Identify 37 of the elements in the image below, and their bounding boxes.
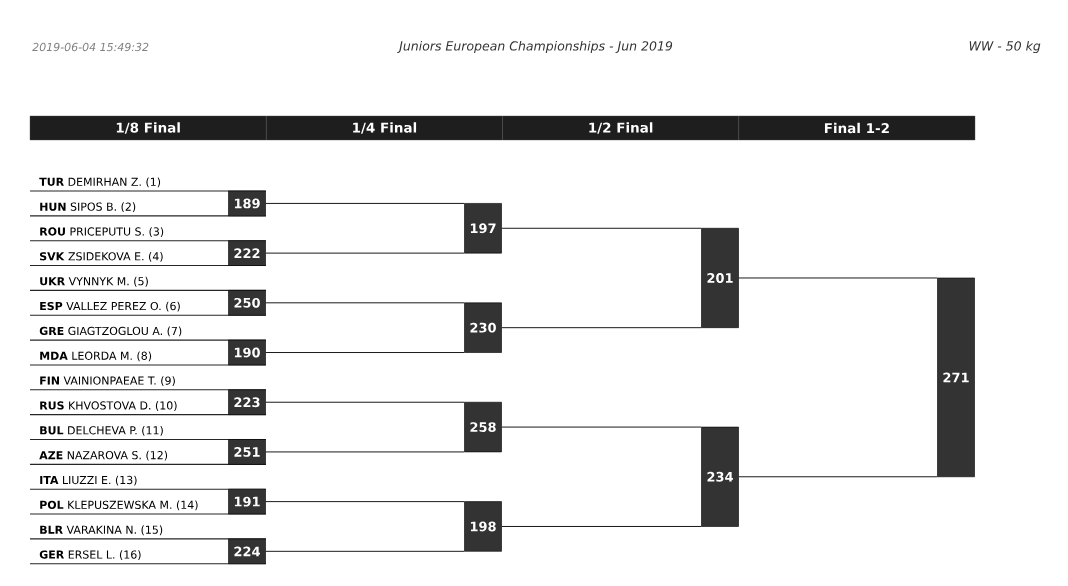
column-header: 1/8 Final [29,115,267,141]
weight-class: WW - 50 kg [969,40,1041,54]
bracket-line [265,252,465,254]
bout-number-box: 224 [228,538,266,565]
bracket-line [501,426,702,428]
bout-number-box: 251 [228,439,266,465]
bout-number-box: 250 [228,290,266,316]
bout-number-box: 189 [228,190,266,217]
bracket-line [265,302,465,304]
bout-number-box: 222 [228,240,266,266]
bout-number-box: 271 [937,277,975,478]
bracket-line [501,327,702,329]
bout-number-box: 197 [464,203,502,254]
bracket-line [265,501,465,503]
bout-number-box: 190 [228,339,266,366]
bracket-line [738,476,938,478]
bracket-line [501,526,702,527]
bracket-line [265,550,465,552]
column-header: 1/2 Final [502,115,739,141]
bout-number-box: 258 [464,401,502,453]
bracket-line [738,277,938,279]
bout-number-box: 198 [464,501,502,552]
bracket-line [265,203,465,204]
bracket-line [501,227,702,229]
bout-number-box: 223 [228,389,266,415]
column-header: 1/4 Final [266,115,503,141]
bout-number-box: 191 [228,488,266,515]
bracket-line [265,401,465,403]
bracket-line [265,352,465,353]
bracket-line [265,451,465,453]
title: Juniors European Championships - Jun 2019 [397,40,673,54]
column-header: Final 1-2 [738,115,976,141]
timestamp: 2019-06-04 15:49:32 [32,42,149,52]
competitor-slot: BLR VARAKINA N. (15) [29,525,267,540]
bout-number-box: 234 [701,426,739,527]
bout-number-box: 201 [701,228,739,328]
bout-number-box: 230 [464,302,502,353]
